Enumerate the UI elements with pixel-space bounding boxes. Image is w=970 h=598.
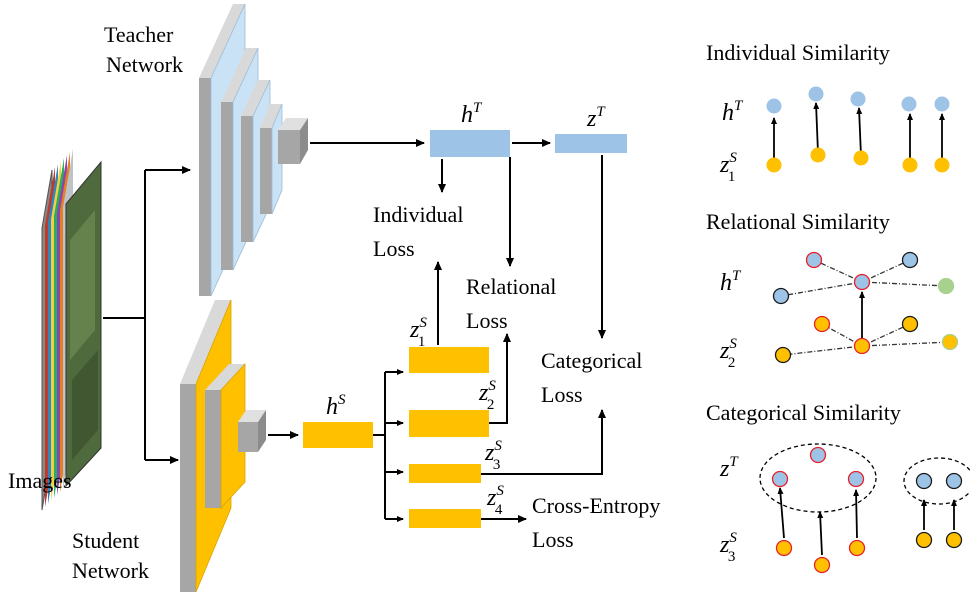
- relational-loss-line2: Loss: [466, 308, 508, 333]
- categorical-loss-line1: Categorical: [541, 348, 642, 373]
- panel2-hT-label: hT: [720, 268, 742, 296]
- student-network: [180, 299, 266, 593]
- z4S-feature-box: [409, 509, 481, 528]
- cross-entropy-loss-line2: Loss: [532, 527, 574, 552]
- z3S-to-categorical-arrow: [481, 409, 606, 475]
- teacher-network: [199, 3, 308, 297]
- hS-feature-box: [303, 422, 373, 448]
- input-arrows: [103, 166, 191, 464]
- student-label-line1: Student: [72, 528, 139, 553]
- individual-similarity-title: Individual Similarity: [706, 40, 890, 65]
- hT-label: hT: [461, 100, 483, 128]
- zT-feature-box: [555, 134, 627, 153]
- zT-label: zT: [586, 104, 606, 132]
- z2S-to-relational-arrow: [489, 333, 511, 424]
- z3S-feature-box: [409, 464, 481, 483]
- categorical-loss-line2: Loss: [541, 382, 583, 407]
- individual-similarity-graph: [766, 86, 950, 173]
- teacher-label-line1: Teacher: [104, 22, 174, 47]
- image-stack: [41, 149, 102, 511]
- z2S-feature-box: [409, 410, 489, 437]
- categorical-similarity-graph: [759, 443, 970, 574]
- hT-feature-box: [430, 130, 510, 157]
- categorical-similarity-title: Categorical Similarity: [706, 400, 901, 425]
- student-branch-bracket: [373, 369, 404, 522]
- cross-entropy-loss-line1: Cross-Entropy: [532, 493, 660, 518]
- teacher-label-line2: Network: [106, 52, 183, 77]
- panel1-hT-label: hT: [722, 98, 744, 126]
- relational-loss-line1: Relational: [466, 274, 556, 299]
- relational-similarity-graph: [772, 251, 959, 364]
- images-label: Images: [8, 468, 72, 493]
- z1S-feature-box: [409, 347, 489, 373]
- student-label-line2: Network: [72, 558, 149, 583]
- individual-loss-line2: Loss: [373, 236, 415, 261]
- relational-similarity-title: Relational Similarity: [706, 209, 890, 234]
- panel3-zT-label: zT: [719, 454, 739, 482]
- hS-label: hS: [326, 392, 346, 420]
- individual-loss-line1: Individual: [373, 202, 463, 227]
